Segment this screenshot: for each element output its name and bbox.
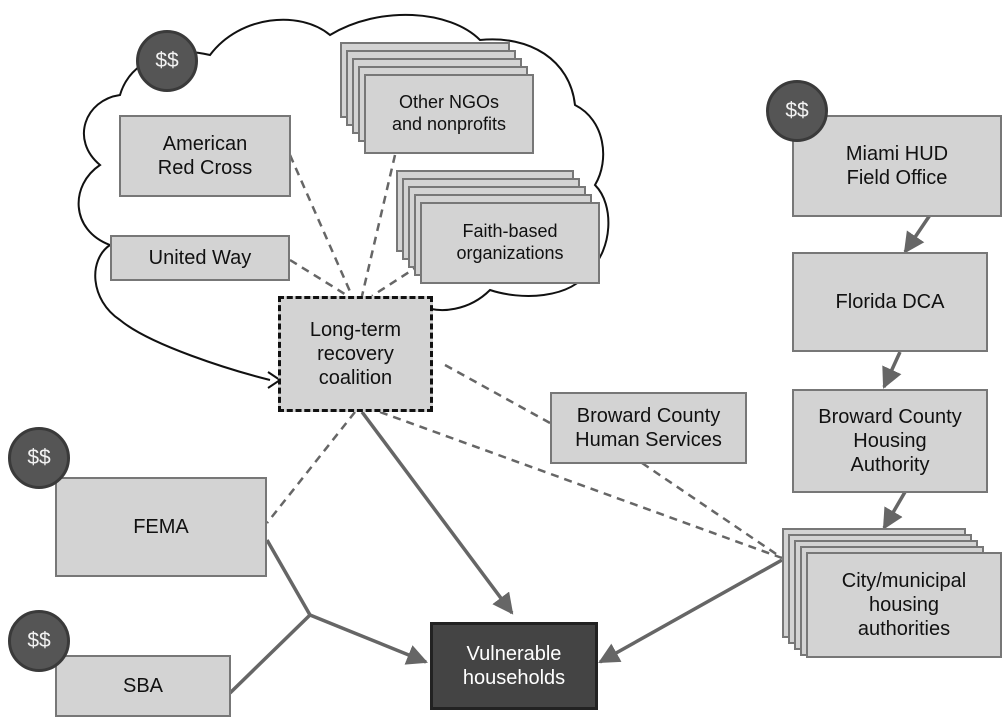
solid-arrows — [228, 214, 932, 695]
fema-node: FEMA — [55, 477, 267, 577]
money-badge-sba: $$ — [8, 610, 70, 672]
city-housing-authorities-node: City/municipal housing authorities — [806, 552, 1002, 658]
other-ngos-node: Other NGOs and nonprofits — [364, 74, 534, 154]
united-way-node: United Way — [110, 235, 290, 281]
broward-human-services-node: Broward County Human Services — [550, 392, 747, 464]
vulnerable-households-node: Vulnerable households — [430, 622, 598, 710]
money-badge-fema: $$ — [8, 427, 70, 489]
dashed-links — [266, 154, 783, 560]
american-red-cross-node: American Red Cross — [119, 115, 291, 197]
florida-dca-node: Florida DCA — [792, 252, 988, 352]
money-badge-red-cross: $$ — [136, 30, 198, 92]
sba-node: SBA — [55, 655, 231, 717]
faith-based-node: Faith-based organizations — [420, 202, 600, 284]
long-term-recovery-coalition-node: Long-term recovery coalition — [278, 296, 433, 412]
broward-housing-authority-node: Broward County Housing Authority — [792, 389, 988, 493]
miami-hud-node: Miami HUD Field Office — [792, 115, 1002, 217]
money-badge-hud: $$ — [766, 80, 828, 142]
